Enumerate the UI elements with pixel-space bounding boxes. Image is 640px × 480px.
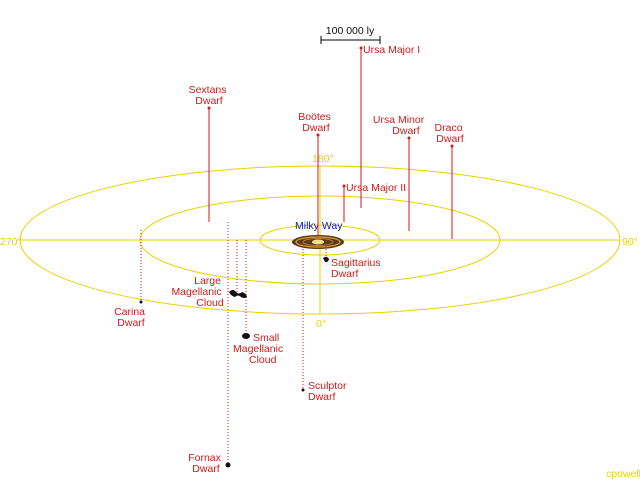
angle-labels: 270° 90° 180° 0°: [0, 153, 638, 330]
credit-label: cpowell: [606, 468, 640, 480]
scale-bar: 100 000 ly: [320, 25, 381, 44]
marker-draco: [450, 144, 454, 148]
milky-way-galaxy-icon: [292, 235, 344, 249]
label-lmc: Large Magellanic Cloud: [171, 275, 224, 309]
label-sculptor: Sculptor Dwarf: [308, 380, 349, 403]
marker-ursa-major-1: [359, 46, 363, 50]
label-smc: Small Magellanic Cloud: [233, 332, 286, 366]
marker-sagittarius: [323, 256, 329, 263]
marker-lmc: [229, 290, 247, 298]
label-sagittarius: Sagittarius Dwarf: [331, 257, 384, 280]
label-fornax: Fornax Dwarf: [188, 452, 224, 475]
label-carina: Carina Dwarf: [114, 306, 148, 329]
milky-way-label: Milky Way: [295, 220, 343, 232]
marker-fornax: [225, 462, 231, 468]
angle-label-90: 90°: [622, 236, 638, 248]
marker-ursa-minor: [407, 136, 411, 140]
above-plane-markers: [207, 46, 454, 188]
label-ursa-minor: Ursa Minor Dwarf: [373, 114, 427, 137]
below-plane-markers: [139, 256, 329, 468]
label-ursa-major-2: Ursa Major II: [346, 182, 406, 194]
marker-bootes: [316, 133, 320, 137]
scale-bar-label: 100 000 ly: [326, 25, 375, 37]
below-plane-labels: Sagittarius Dwarf Large Magellanic Cloud…: [114, 257, 384, 475]
label-draco: Draco Dwarf: [435, 122, 466, 145]
marker-smc: [242, 333, 250, 339]
label-bootes: Boötes Dwarf: [298, 111, 334, 134]
label-ursa-major-1: Ursa Major I: [363, 44, 420, 56]
angle-label-0: 0°: [316, 318, 326, 330]
above-plane-stems: [208, 48, 453, 239]
marker-carina: [139, 300, 143, 304]
marker-sextans: [207, 106, 211, 110]
label-sextans: Sextans Dwarf: [189, 84, 230, 107]
angle-label-270: 270°: [0, 236, 22, 248]
above-plane-labels: Ursa Major I Sextans Dwarf Boötes Dwarf …: [189, 44, 466, 194]
marker-ursa-major-2: [342, 184, 346, 188]
below-plane-stems: [140, 222, 327, 464]
marker-sculptor: [301, 388, 305, 392]
angle-label-180: 180°: [312, 153, 334, 165]
